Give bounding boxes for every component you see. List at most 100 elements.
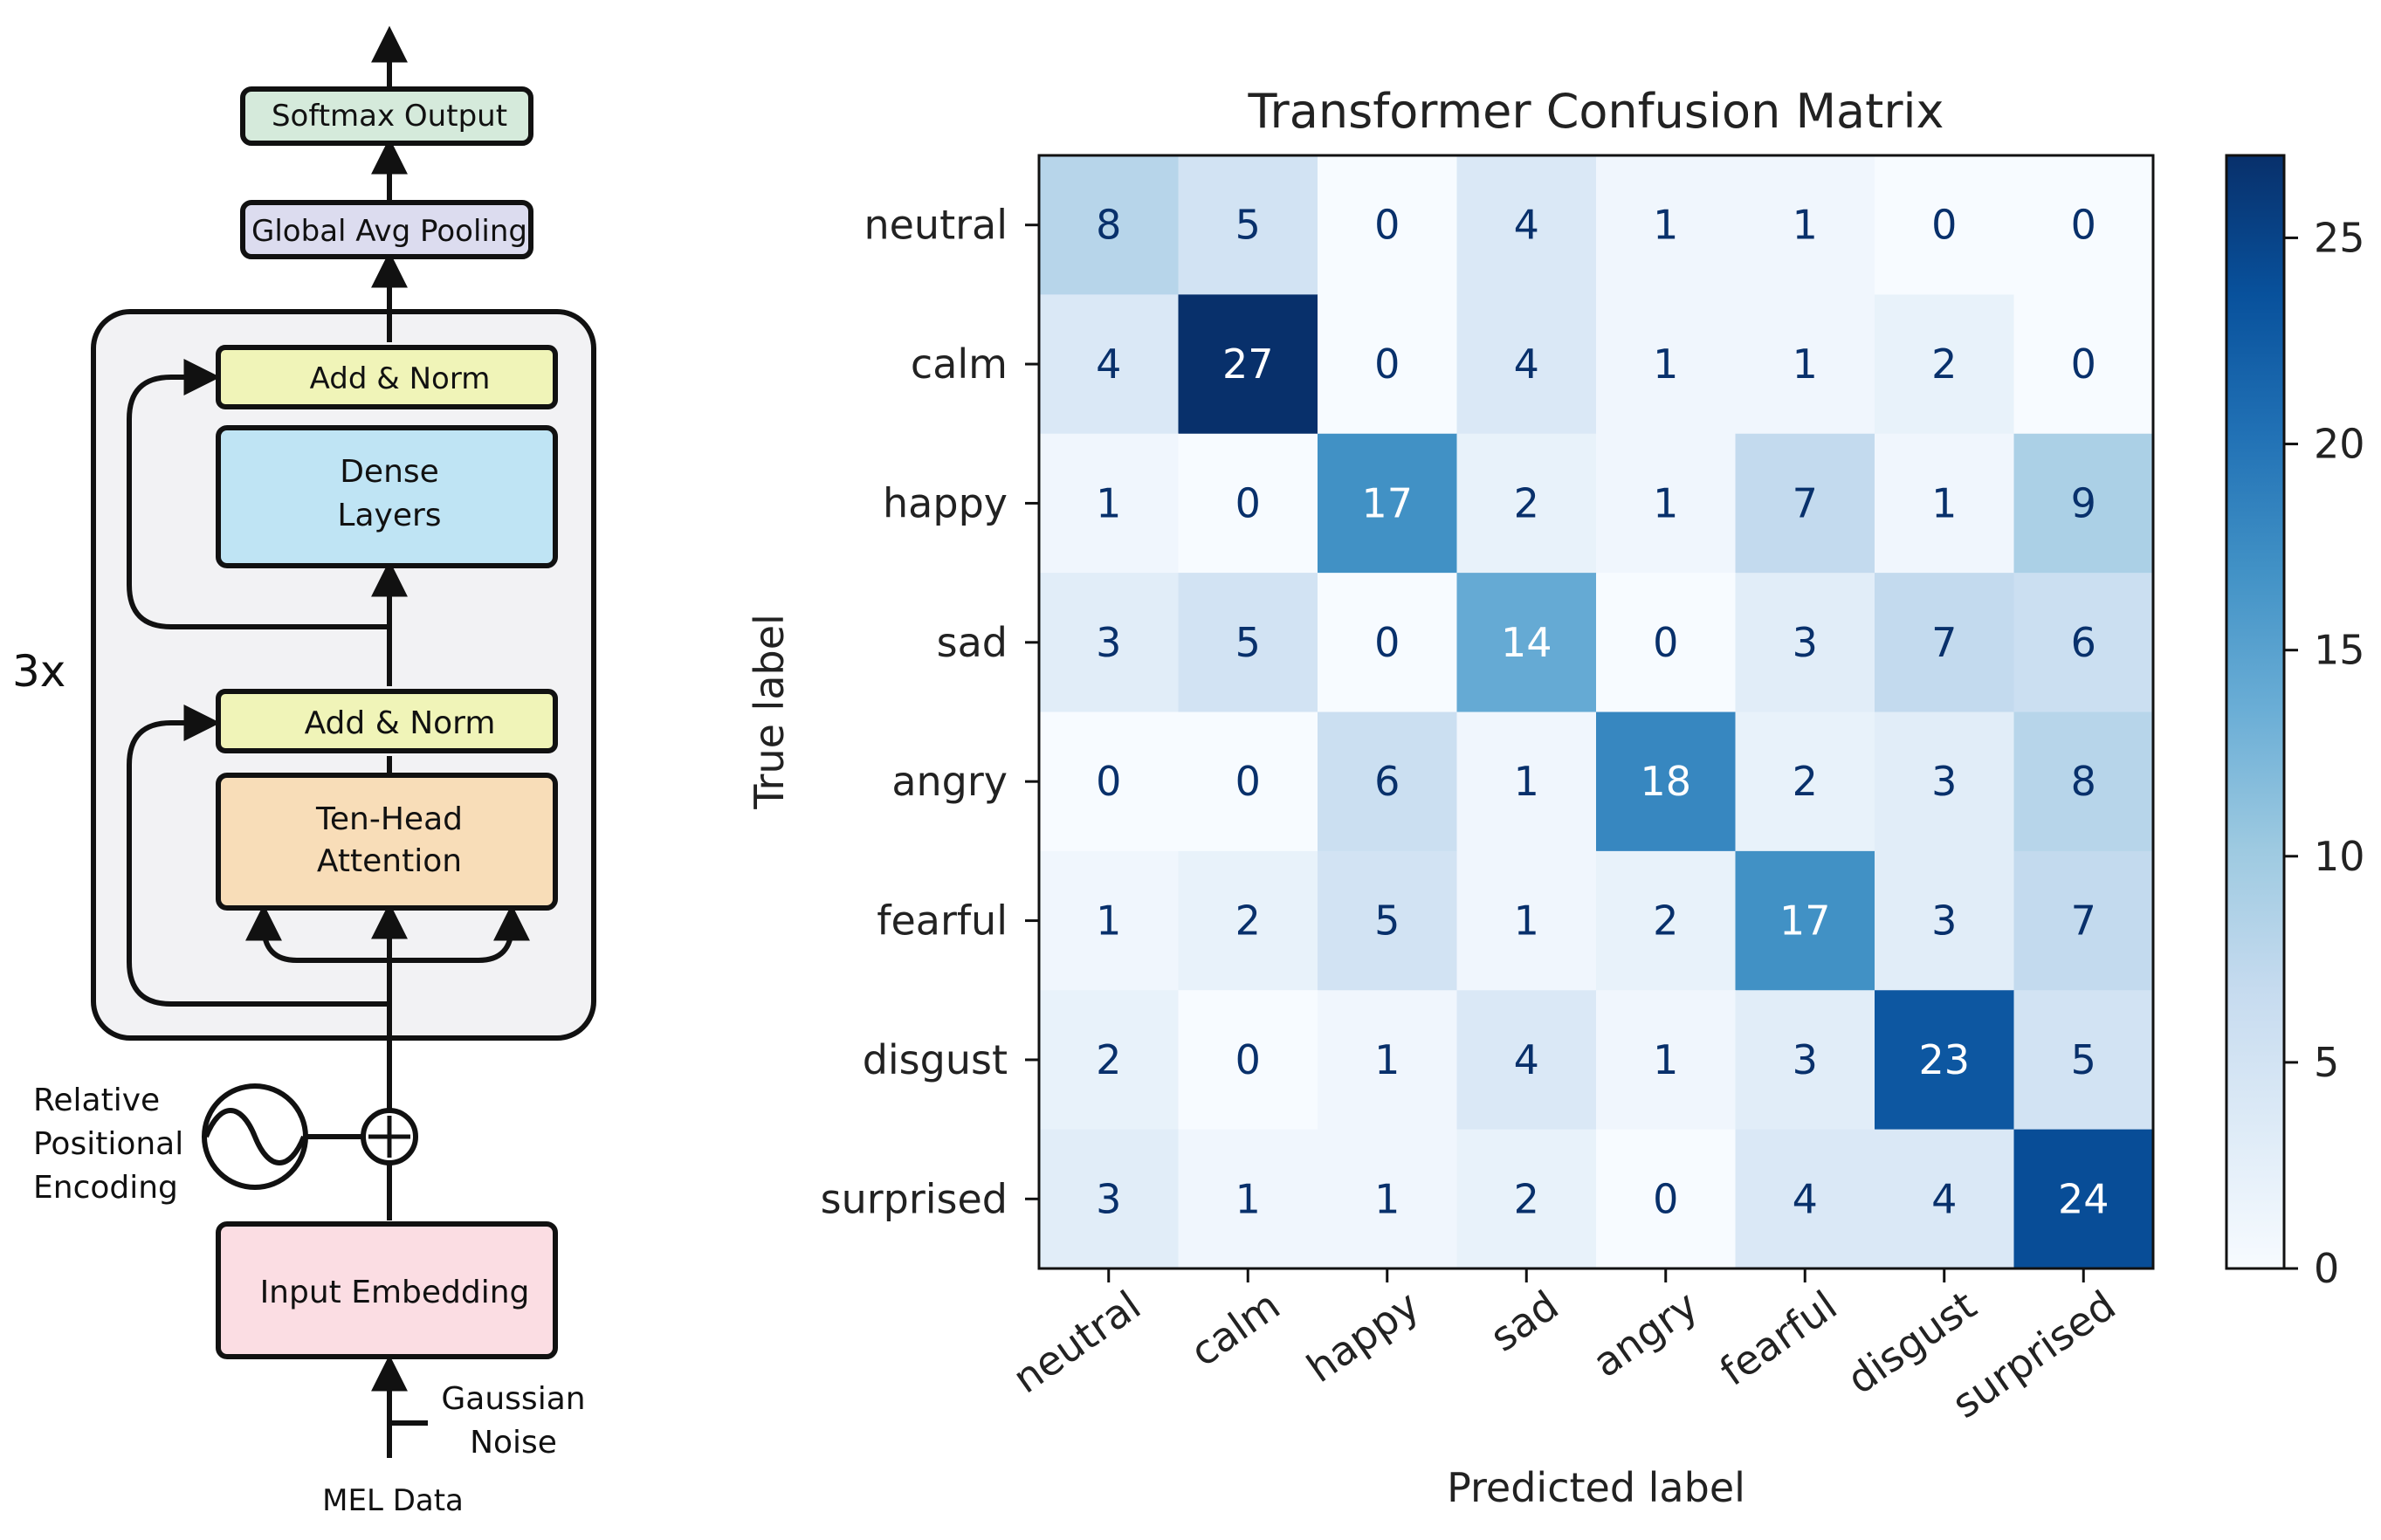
add-norm-bottom-box	[216, 689, 558, 753]
pooling-box	[240, 200, 533, 259]
matrix-cell	[1318, 433, 1457, 574]
matrix-cell	[1039, 155, 1179, 295]
matrix-cell	[1596, 433, 1736, 574]
matrix-cell	[1039, 433, 1179, 574]
y-tick-label: angry	[891, 758, 1008, 805]
matrix-cell-value: 1	[1096, 897, 1121, 945]
add-norm-top-label: Add & Norm	[310, 361, 491, 396]
matrix-cell	[1735, 433, 1875, 574]
matrix-cell-value: 0	[1235, 1036, 1261, 1083]
matrix-cell	[1456, 1129, 1597, 1269]
matrix-cell-value: 1	[1514, 897, 1539, 945]
add-norm-top-box	[216, 345, 558, 409]
matrix-cell-value: 5	[1235, 202, 1261, 249]
repeat-label: 3x	[12, 646, 65, 697]
matrix-cell	[1318, 155, 1457, 295]
matrix-cell	[1875, 433, 2014, 574]
matrix-cell	[1596, 155, 1736, 295]
matrix-cell	[2013, 850, 2154, 991]
positional-encoding-line-1: Relative	[33, 1083, 160, 1118]
matrix-cell	[1178, 155, 1318, 295]
dense-label-1: Dense	[340, 454, 439, 490]
matrix-cell	[1456, 433, 1597, 574]
matrix-cell	[2013, 433, 2154, 574]
input-embedding-box	[216, 1221, 558, 1359]
x-tick-label: fearful	[1711, 1282, 1846, 1395]
matrix-cell-value: 0	[1653, 1175, 1678, 1222]
matrix-cell	[1735, 990, 1875, 1131]
dense-box	[216, 425, 558, 568]
matrix-cell	[1596, 1129, 1736, 1269]
positional-encoding-line-3: Encoding	[33, 1170, 178, 1206]
add-norm-bottom-label: Add & Norm	[305, 705, 496, 741]
matrix-cell-value: 1	[1374, 1175, 1400, 1222]
matrix-cell	[1735, 712, 1875, 852]
matrix-cell	[2013, 573, 2154, 712]
matrix-cell-value: 1	[1096, 479, 1121, 526]
matrix-cell-value: 18	[1640, 758, 1691, 805]
colorbar-tick-label: 5	[2314, 1039, 2339, 1086]
x-tick-label: angry	[1584, 1282, 1706, 1386]
matrix-cell	[1039, 990, 1179, 1131]
matrix-cell-value: 27	[1222, 340, 1274, 388]
attention-box	[216, 773, 558, 911]
matrix-cell	[1178, 294, 1318, 435]
matrix-cell-value: 3	[1793, 619, 1818, 666]
matrix-cell	[1456, 294, 1597, 435]
matrix-cell-value: 3	[1096, 1175, 1121, 1222]
matrix-cell-value: 9	[2071, 479, 2096, 526]
matrix-cell-value: 4	[1514, 1036, 1539, 1083]
input-label: MEL Data	[322, 1483, 464, 1518]
matrix-cell-value: 3	[1096, 619, 1121, 666]
matrix-cell	[2013, 294, 2154, 435]
matrix-cell	[1178, 712, 1318, 852]
noise-line-1: Gaussian	[441, 1381, 585, 1417]
matrix-cell-value: 0	[1235, 758, 1261, 805]
matrix-cell-value: 5	[2071, 1036, 2096, 1083]
matrix-cell-value: 8	[2071, 758, 2096, 805]
matrix-cell-value: 2	[1931, 340, 1957, 388]
residual-bottom	[127, 705, 389, 1007]
matrix-cell-value: 0	[1653, 619, 1678, 666]
matrix-cell	[1456, 712, 1597, 852]
sine-wave-icon	[203, 1108, 306, 1165]
x-tick-label: sad	[1482, 1282, 1567, 1361]
matrix-cell-value: 4	[1514, 202, 1539, 249]
colorbar	[2225, 154, 2286, 1270]
matrix-cell	[1596, 294, 1736, 435]
matrix-cell-value: 5	[1374, 897, 1400, 945]
matrix-cell	[1875, 712, 2014, 852]
softmax-box	[240, 86, 533, 146]
y-tick-label: disgust	[863, 1036, 1008, 1083]
matrix-cell	[1456, 850, 1597, 991]
matrix-cell-value: 2	[1514, 1175, 1539, 1222]
matrix-cell	[1318, 573, 1457, 712]
matrix-cell-value: 6	[2071, 619, 2096, 666]
x-tick-label: neutral	[1004, 1282, 1149, 1403]
matrix-cell	[2013, 1129, 2154, 1269]
matrix-cell	[1875, 155, 2014, 295]
noise-line-2: Noise	[470, 1425, 557, 1461]
matrix-cell	[1735, 850, 1875, 991]
matrix-cell-value: 0	[2071, 340, 2096, 388]
matrix-cells	[1039, 155, 2154, 1269]
colorbar-tick-label: 20	[2314, 421, 2365, 468]
matrix-cell-value: 14	[1501, 619, 1552, 666]
attention-fan-right	[389, 904, 530, 963]
matrix-cell-value: 0	[1374, 202, 1400, 249]
matrix-cell-value: 2	[1514, 479, 1539, 526]
matrix-cell-value: 23	[1918, 1036, 1970, 1083]
architecture-diagram: 3x Softmax Output Global Avg Pooling Add…	[12, 25, 596, 1518]
matrix-cell	[1456, 990, 1597, 1131]
y-tick-label: surprised	[821, 1175, 1008, 1222]
chart-title: Transformer Confusion Matrix	[1248, 84, 1944, 139]
y-tick-label: sad	[937, 619, 1008, 666]
matrix-cell	[2013, 712, 2154, 852]
matrix-cell-value: 3	[1931, 897, 1957, 945]
x-tick-label: happy	[1298, 1282, 1428, 1392]
matrix-cell	[1039, 294, 1179, 435]
matrix-cell-value: 3	[1931, 758, 1957, 805]
matrix-cell	[1178, 990, 1318, 1131]
matrix-cell	[1875, 990, 2014, 1131]
matrix-cell	[1456, 573, 1597, 712]
